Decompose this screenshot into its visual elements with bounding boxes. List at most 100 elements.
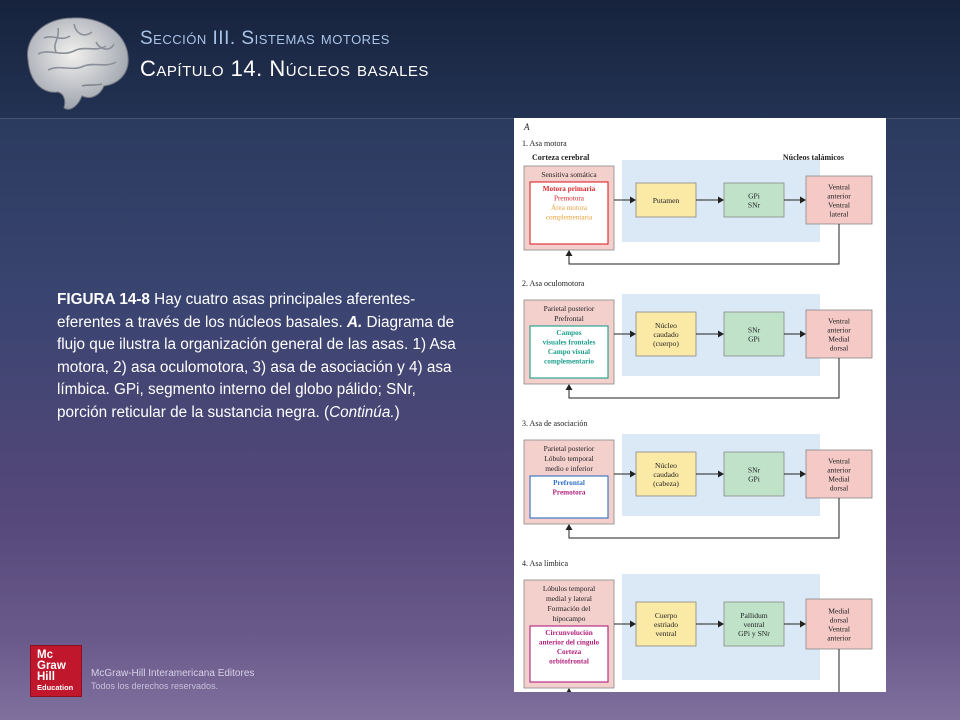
loop-title: 1. Asa motora bbox=[522, 139, 567, 148]
cortex-area: orbitofrontal bbox=[549, 658, 589, 666]
publisher-name: McGraw-Hill Interamericana Editores bbox=[91, 668, 255, 679]
feedback-line bbox=[838, 649, 840, 692]
pallidum-label: Pallidum bbox=[740, 611, 768, 620]
feedback-line bbox=[568, 498, 840, 539]
pallidum-label: GPi bbox=[748, 192, 760, 201]
striatum-box bbox=[635, 601, 697, 647]
cortex-label: Lóbulo temporal bbox=[544, 454, 593, 463]
thalamus-label: lateral bbox=[830, 210, 849, 219]
cortex-area: Campos bbox=[556, 329, 581, 337]
header-band bbox=[0, 0, 960, 118]
arrow-head bbox=[630, 330, 636, 338]
pallidum-label: SNr bbox=[748, 201, 761, 210]
loop-title: 2. Asa oculomotora bbox=[522, 279, 585, 288]
cortex-area: complementaria bbox=[546, 214, 593, 222]
cortex-area: Prefrontal bbox=[553, 479, 585, 487]
striatum-label: Núcleo bbox=[655, 461, 677, 470]
cortex-area: anterior del cíngulo bbox=[539, 639, 600, 647]
cortex-label: Lóbulos temporal bbox=[543, 584, 595, 593]
thalamus-label: anterior bbox=[827, 634, 851, 643]
thalamus-label: Ventral bbox=[828, 625, 850, 634]
striatum-label: estriado bbox=[654, 620, 678, 629]
arrow-head bbox=[718, 330, 724, 338]
figure-caption: FIGURA 14-8 Hay cuatro asas principales … bbox=[57, 289, 457, 425]
arrow-head bbox=[800, 470, 806, 478]
striatum-label: Cuerpo bbox=[655, 611, 678, 620]
cortex-label: hipocampo bbox=[553, 614, 586, 623]
striatum-label: ventral bbox=[655, 629, 676, 638]
thalamus-label: dorsal bbox=[830, 484, 849, 493]
cortex-label: Sensitiva somática bbox=[541, 170, 597, 179]
arrow-head bbox=[630, 470, 636, 478]
feedback-arrow-head bbox=[565, 384, 573, 390]
pallidum-label: SNr bbox=[748, 326, 761, 335]
cortex-label: Prefrontal bbox=[554, 314, 584, 323]
pallidum-label: GPi bbox=[748, 335, 760, 344]
logo-sub: Education bbox=[37, 683, 74, 693]
striatum-label: Putamen bbox=[653, 196, 680, 205]
col-header-cortex: Corteza cerebral bbox=[532, 153, 590, 162]
thalamus-label: Medial bbox=[828, 475, 850, 484]
caption-panel: A. bbox=[346, 313, 363, 331]
panel-label: A bbox=[523, 122, 530, 132]
feedback-line bbox=[568, 358, 840, 399]
thalamus-box bbox=[805, 309, 873, 359]
thalamus-label: Ventral bbox=[828, 201, 850, 210]
cortex-inner-box bbox=[529, 625, 609, 683]
arrow-head bbox=[800, 330, 806, 338]
arrow-head bbox=[800, 620, 806, 628]
cortex-area: Premotora bbox=[554, 195, 585, 203]
arrow-head bbox=[718, 470, 724, 478]
logo-line-mc: Mc bbox=[37, 649, 53, 661]
thalamus-label: anterior bbox=[827, 192, 851, 201]
publisher-info: McGraw-Hill Interamericana Editores Todo… bbox=[91, 667, 254, 693]
cortex-area: Premotora bbox=[553, 489, 586, 497]
cortex-label: medial y lateral bbox=[546, 594, 592, 603]
caption-text-3: ) bbox=[394, 403, 400, 421]
mcgraw-hill-logo: Mc Graw Hill Education bbox=[30, 645, 82, 697]
pallidum-label: SNr bbox=[748, 466, 761, 475]
cortex-area: Motora primaria bbox=[543, 185, 596, 193]
cortex-area: complementario bbox=[544, 358, 594, 366]
thalamus-label: anterior bbox=[827, 326, 851, 335]
logo-line-hill: Hill bbox=[37, 670, 55, 683]
caption-label: FIGURA 14-8 bbox=[57, 291, 150, 308]
thalamus-label: Medial bbox=[828, 607, 850, 616]
striatum-label: caudado bbox=[653, 330, 679, 339]
pallidum-box bbox=[723, 601, 785, 647]
cortex-area: Campo visual bbox=[548, 348, 590, 356]
striatum-label: (cabeza) bbox=[653, 479, 679, 488]
cortex-area: visuales frontales bbox=[543, 339, 596, 347]
caption-text-2: Diagrama de flujo que ilustra la organiz… bbox=[57, 313, 456, 421]
feedback-arrow-head bbox=[565, 524, 573, 530]
cortex-inner-box bbox=[529, 475, 609, 519]
loop-title: 3. Asa de asociación bbox=[522, 419, 587, 428]
brain-icon bbox=[27, 17, 129, 110]
thalamus-label: Medial bbox=[828, 335, 850, 344]
caption-continua: Continúa. bbox=[329, 403, 395, 421]
cortex-area: Corteza bbox=[557, 648, 582, 656]
striatum-label: Núcleo bbox=[655, 321, 677, 330]
cortex-label: medio e inferior bbox=[545, 464, 593, 473]
arrow-head bbox=[630, 196, 636, 204]
feedback-line bbox=[568, 224, 840, 265]
feedback-arrow-head bbox=[566, 688, 572, 692]
section-title: Sección III. Sistemas motores bbox=[140, 28, 390, 49]
cortex-label: Parietal posterior bbox=[544, 444, 595, 453]
cortex-inner-box bbox=[529, 325, 609, 379]
pallidum-box bbox=[723, 311, 785, 357]
header-divider bbox=[0, 118, 960, 119]
thalamus-label: Ventral bbox=[828, 183, 850, 192]
cortex-label: Formación del bbox=[548, 604, 591, 613]
thalamus-label: Ventral bbox=[828, 457, 850, 466]
thalamus-label: anterior bbox=[827, 466, 851, 475]
arrow-head bbox=[630, 620, 636, 628]
pallidum-label: GPi bbox=[748, 475, 760, 484]
striatum-label: caudado bbox=[653, 470, 679, 479]
chapter-title: Capítulo 14. Núcleos basales bbox=[140, 56, 429, 81]
arrow-head bbox=[800, 196, 806, 204]
thalamus-label: dorsal bbox=[830, 616, 849, 625]
arrow-head bbox=[718, 196, 724, 204]
cortex-inner-box bbox=[529, 181, 609, 245]
